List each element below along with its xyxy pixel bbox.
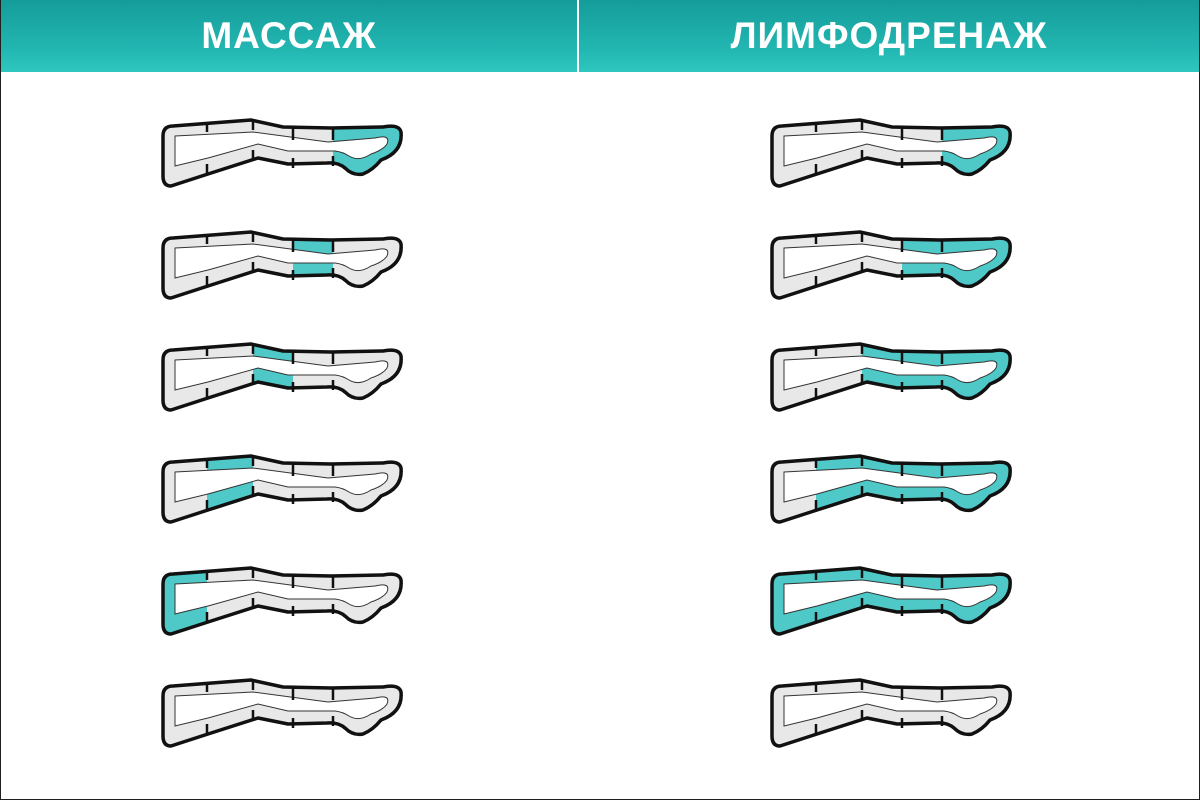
leg-outline (161, 230, 403, 300)
leg-segment-4-active (902, 456, 942, 522)
leg-outline (161, 118, 403, 188)
leg-outline (770, 678, 1012, 748)
leg-segment-4-active (902, 344, 942, 410)
leg-outline (770, 566, 1012, 636)
header-massage: МАССАЖ (1, 0, 577, 72)
leg-outline (770, 230, 1012, 300)
leg-segment-4-active (293, 232, 333, 298)
leg-outline (161, 566, 403, 636)
leg-outline (161, 678, 403, 748)
leg-segment-4 (293, 456, 333, 522)
leg-inner (174, 579, 389, 615)
leg-inner (783, 691, 998, 727)
leg-inner (783, 243, 998, 279)
leg-massage-step-3 (161, 342, 403, 412)
leg-inner (174, 131, 389, 167)
leg-lymphodrainage-step-2 (770, 230, 1012, 300)
leg-inner (783, 131, 998, 167)
leg-inner (783, 467, 998, 503)
leg-segment-4 (902, 680, 942, 746)
leg-outline (161, 342, 403, 412)
leg-inner (174, 691, 389, 727)
leg-massage-step-5 (161, 566, 403, 636)
leg-lymphodrainage-step-5 (770, 566, 1012, 636)
leg-segment-4 (293, 344, 333, 410)
leg-segment-4 (293, 568, 333, 634)
leg-segment-4 (902, 120, 942, 186)
leg-segment-4 (293, 120, 333, 186)
header-lymphodrainage: ЛИМФОДРЕНАЖ (579, 0, 1199, 72)
leg-massage-step-6 (161, 678, 403, 748)
leg-inner (783, 579, 998, 615)
leg-outline (770, 454, 1012, 524)
leg-lymphodrainage-step-4 (770, 454, 1012, 524)
leg-lymphodrainage-step-3 (770, 342, 1012, 412)
leg-inner (174, 355, 389, 391)
leg-outline (770, 118, 1012, 188)
leg-inner (174, 467, 389, 503)
leg-lymphodrainage-step-1 (770, 118, 1012, 188)
leg-massage-step-1 (161, 118, 403, 188)
leg-massage-step-4 (161, 454, 403, 524)
leg-inner (174, 243, 389, 279)
header-divider (577, 0, 579, 72)
leg-segment-4 (293, 680, 333, 746)
leg-segment-4-active (902, 232, 942, 298)
leg-outline (161, 454, 403, 524)
leg-inner (783, 355, 998, 391)
leg-outline (770, 342, 1012, 412)
leg-massage-step-2 (161, 230, 403, 300)
leg-lymphodrainage-step-6 (770, 678, 1012, 748)
leg-segment-4-active (902, 568, 942, 634)
